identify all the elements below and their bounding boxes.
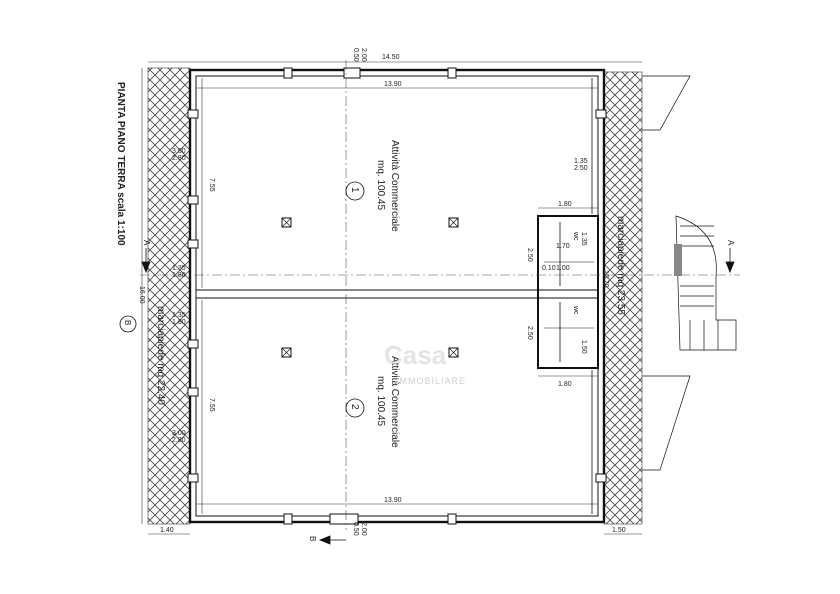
dim-opening-w-bottom: 3.00	[172, 430, 186, 437]
dim-door-width-bottom: 2.00	[360, 522, 367, 536]
dim-opening-h-bottom: 2.80	[172, 437, 186, 444]
dim-window-h-bottom: 1.80	[172, 319, 186, 326]
openings	[187, 67, 607, 525]
unit-2-area: mq. 100.45	[375, 376, 386, 426]
dim-wc-width-top: 1.80	[558, 201, 572, 208]
sidewalk-left-hatch	[147, 67, 191, 525]
sidewalk-right-label: marciapiede mq 23.55	[615, 216, 626, 315]
unit-2-name: Attività Commerciale	[389, 356, 400, 448]
unit-1-circle	[345, 181, 365, 201]
section-arrows	[141, 248, 735, 545]
unit-1-number: 1	[349, 187, 360, 193]
axis-lines	[140, 60, 740, 530]
dim-right-window-h: 2.50	[574, 165, 588, 172]
wc-block	[537, 215, 599, 369]
dim-inner-width-bottom: 13.90	[384, 497, 402, 504]
dim-door-height-top: 0.50	[352, 48, 359, 62]
outer-wall	[188, 68, 606, 524]
dim-wc-inner: 1.70	[556, 243, 570, 250]
dim-total-width: 14.50	[382, 54, 400, 61]
section-b-bottom: B	[308, 536, 317, 541]
unit-1-name: Attività Commerciale	[389, 140, 400, 232]
dim-wc-width-bottom: 1.80	[558, 381, 572, 388]
dim-door-width-top: 2.00	[360, 48, 367, 62]
dim-unit-depth-2: 7.55	[208, 398, 215, 412]
dim-right-margin: 1.50	[612, 527, 626, 534]
dim-wc-h3: 1.50	[580, 340, 587, 354]
watermark-sub: IMMOBILIARE	[396, 376, 466, 386]
dim-inner-width-top: 13.90	[384, 81, 402, 88]
grid-label: B	[123, 320, 132, 325]
section-a-left: A	[142, 240, 151, 246]
stairs-right	[642, 75, 737, 471]
stair-landing	[674, 244, 682, 276]
section-a-right: A	[726, 240, 735, 246]
watermark-logo: Casa	[384, 340, 447, 370]
wc-label-bottom: wc	[572, 305, 579, 315]
dim-opening-h-top: 2.80	[172, 155, 186, 162]
dim-wc-depth-bottom: 2.50	[526, 326, 533, 340]
dim-depth: 16.00	[138, 286, 145, 304]
dim-stair-w: 15.70	[602, 270, 609, 288]
dim-unit-depth-1: 7.55	[208, 178, 215, 192]
pillars	[281, 217, 459, 358]
wc-label-top: wc	[572, 231, 579, 241]
dim-left-margin: 1.40	[160, 527, 174, 534]
unit-2-number: 2	[349, 404, 360, 410]
unit-1-area: mq. 100.45	[375, 160, 386, 210]
dimension-lines	[141, 61, 642, 535]
dim-opening-w-top: 3.00	[172, 148, 186, 155]
dim-wc-h2: 1.35	[580, 232, 587, 246]
dim-wc-sep: 1.00	[556, 265, 570, 272]
dim-door-height-bottom: 0.50	[352, 522, 359, 536]
dim-right-window-w: 1.35	[574, 158, 588, 165]
dim-window-h-top: 1.80	[172, 272, 186, 279]
sidewalk-right-hatch	[603, 71, 643, 525]
dim-wc-depth-top: 2.50	[526, 248, 533, 262]
unit-2-circle	[345, 398, 365, 418]
grid-label-circle	[119, 315, 137, 333]
dim-window-w-top: 1.35	[172, 265, 186, 272]
dim-window-w-bottom: 1.35	[172, 312, 186, 319]
plan-title: PIANTA PIANO TERRA scala 1:100	[115, 82, 126, 246]
dim-wc-small: 0.10	[542, 265, 556, 272]
sidewalk-left-label: marciapiede mq 22.40	[155, 306, 166, 405]
